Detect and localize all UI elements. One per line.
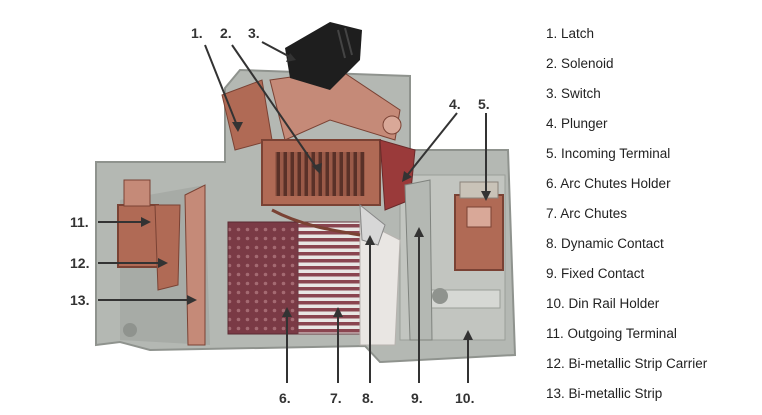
legend-item: 1. Latch [546, 26, 595, 41]
arrowhead-11 [141, 217, 151, 227]
arrowhead-3 [286, 53, 296, 62]
legend-item: 6. Arc Chutes Holder [546, 176, 671, 191]
mcb-cutaway-illustration [95, 22, 517, 383]
legend-item: 2. Solenoid [546, 56, 614, 71]
arrowhead-12 [158, 258, 168, 268]
callout-4: 4. [449, 96, 461, 112]
legend-item: 10. Din Rail Holder [546, 296, 660, 311]
contact-wire [271, 208, 361, 237]
callout-13: 13. [70, 292, 90, 308]
arrow-3 [261, 41, 293, 59]
outgoing-terminal-screw [123, 179, 151, 207]
callout-5: 5. [478, 96, 490, 112]
arrow-2 [231, 44, 319, 171]
outgoing-terminal-block [117, 204, 159, 268]
arrowhead-7 [333, 307, 343, 317]
arc-chutes-stack [297, 221, 361, 335]
legend-item: 7. Arc Chutes [546, 206, 628, 221]
arrowhead-10 [463, 330, 473, 340]
switch-knob [285, 22, 362, 90]
housing-mount-hole-b [123, 323, 137, 337]
callout-8: 8. [362, 390, 374, 406]
callout-2: 2. [220, 25, 232, 41]
arrow-4 [404, 112, 458, 179]
callout-3: 3. [248, 25, 260, 41]
housing-mount-hole-a [432, 288, 448, 304]
leader-arrows [98, 41, 487, 383]
callout-1: 1. [191, 25, 203, 41]
bimetal-strip-part [184, 184, 206, 346]
legend-item: 3. Switch [546, 86, 601, 101]
legend-item: 4. Plunger [546, 116, 608, 131]
legend-item: 9. Fixed Contact [546, 266, 645, 281]
mcb-diagram-figure: 1. 2. 3. 4. 5. 6. 7. 8. 9. 10. 11. 12. 1… [70, 22, 707, 406]
legend-item: 8. Dynamic Contact [546, 236, 664, 251]
arrowhead-5 [481, 191, 491, 201]
callout-6: 6. [279, 390, 291, 406]
arrow-1 [204, 44, 239, 129]
arrowhead-13 [187, 295, 197, 305]
callout-11: 11. [70, 214, 89, 230]
incoming-terminal-block [454, 194, 504, 271]
legend-item: 5. Incoming Terminal [546, 146, 671, 161]
callout-10: 10. [455, 390, 475, 406]
callout-9: 9. [411, 390, 423, 406]
legend-item: 13. Bi-metallic Strip [546, 386, 663, 401]
parts-legend: 1. Latch 2. Solenoid 3. Switch 4. Plunge… [546, 25, 756, 415]
arrowhead-2 [312, 163, 322, 174]
arrowhead-9 [414, 227, 424, 237]
incoming-terminal-cap [459, 181, 499, 199]
arrow-heads [141, 53, 491, 340]
callout-7: 7. [330, 390, 342, 406]
arrowhead-1 [232, 122, 243, 132]
bimetal-strip-carrier-part [154, 204, 181, 291]
arrowhead-6 [282, 307, 292, 317]
switch-knob-grip [337, 27, 353, 59]
incoming-terminal-screw [466, 206, 492, 228]
legend-item: 12. Bi-metallic Strip Carrier [546, 356, 708, 371]
dynamic-contact-part [359, 203, 386, 246]
arrowhead-4 [402, 171, 412, 182]
lever-pivot [382, 115, 402, 135]
legend-item: 11. Outgoing Terminal [546, 326, 677, 341]
callout-12: 12. [70, 255, 90, 271]
arrowhead-8 [365, 235, 375, 245]
